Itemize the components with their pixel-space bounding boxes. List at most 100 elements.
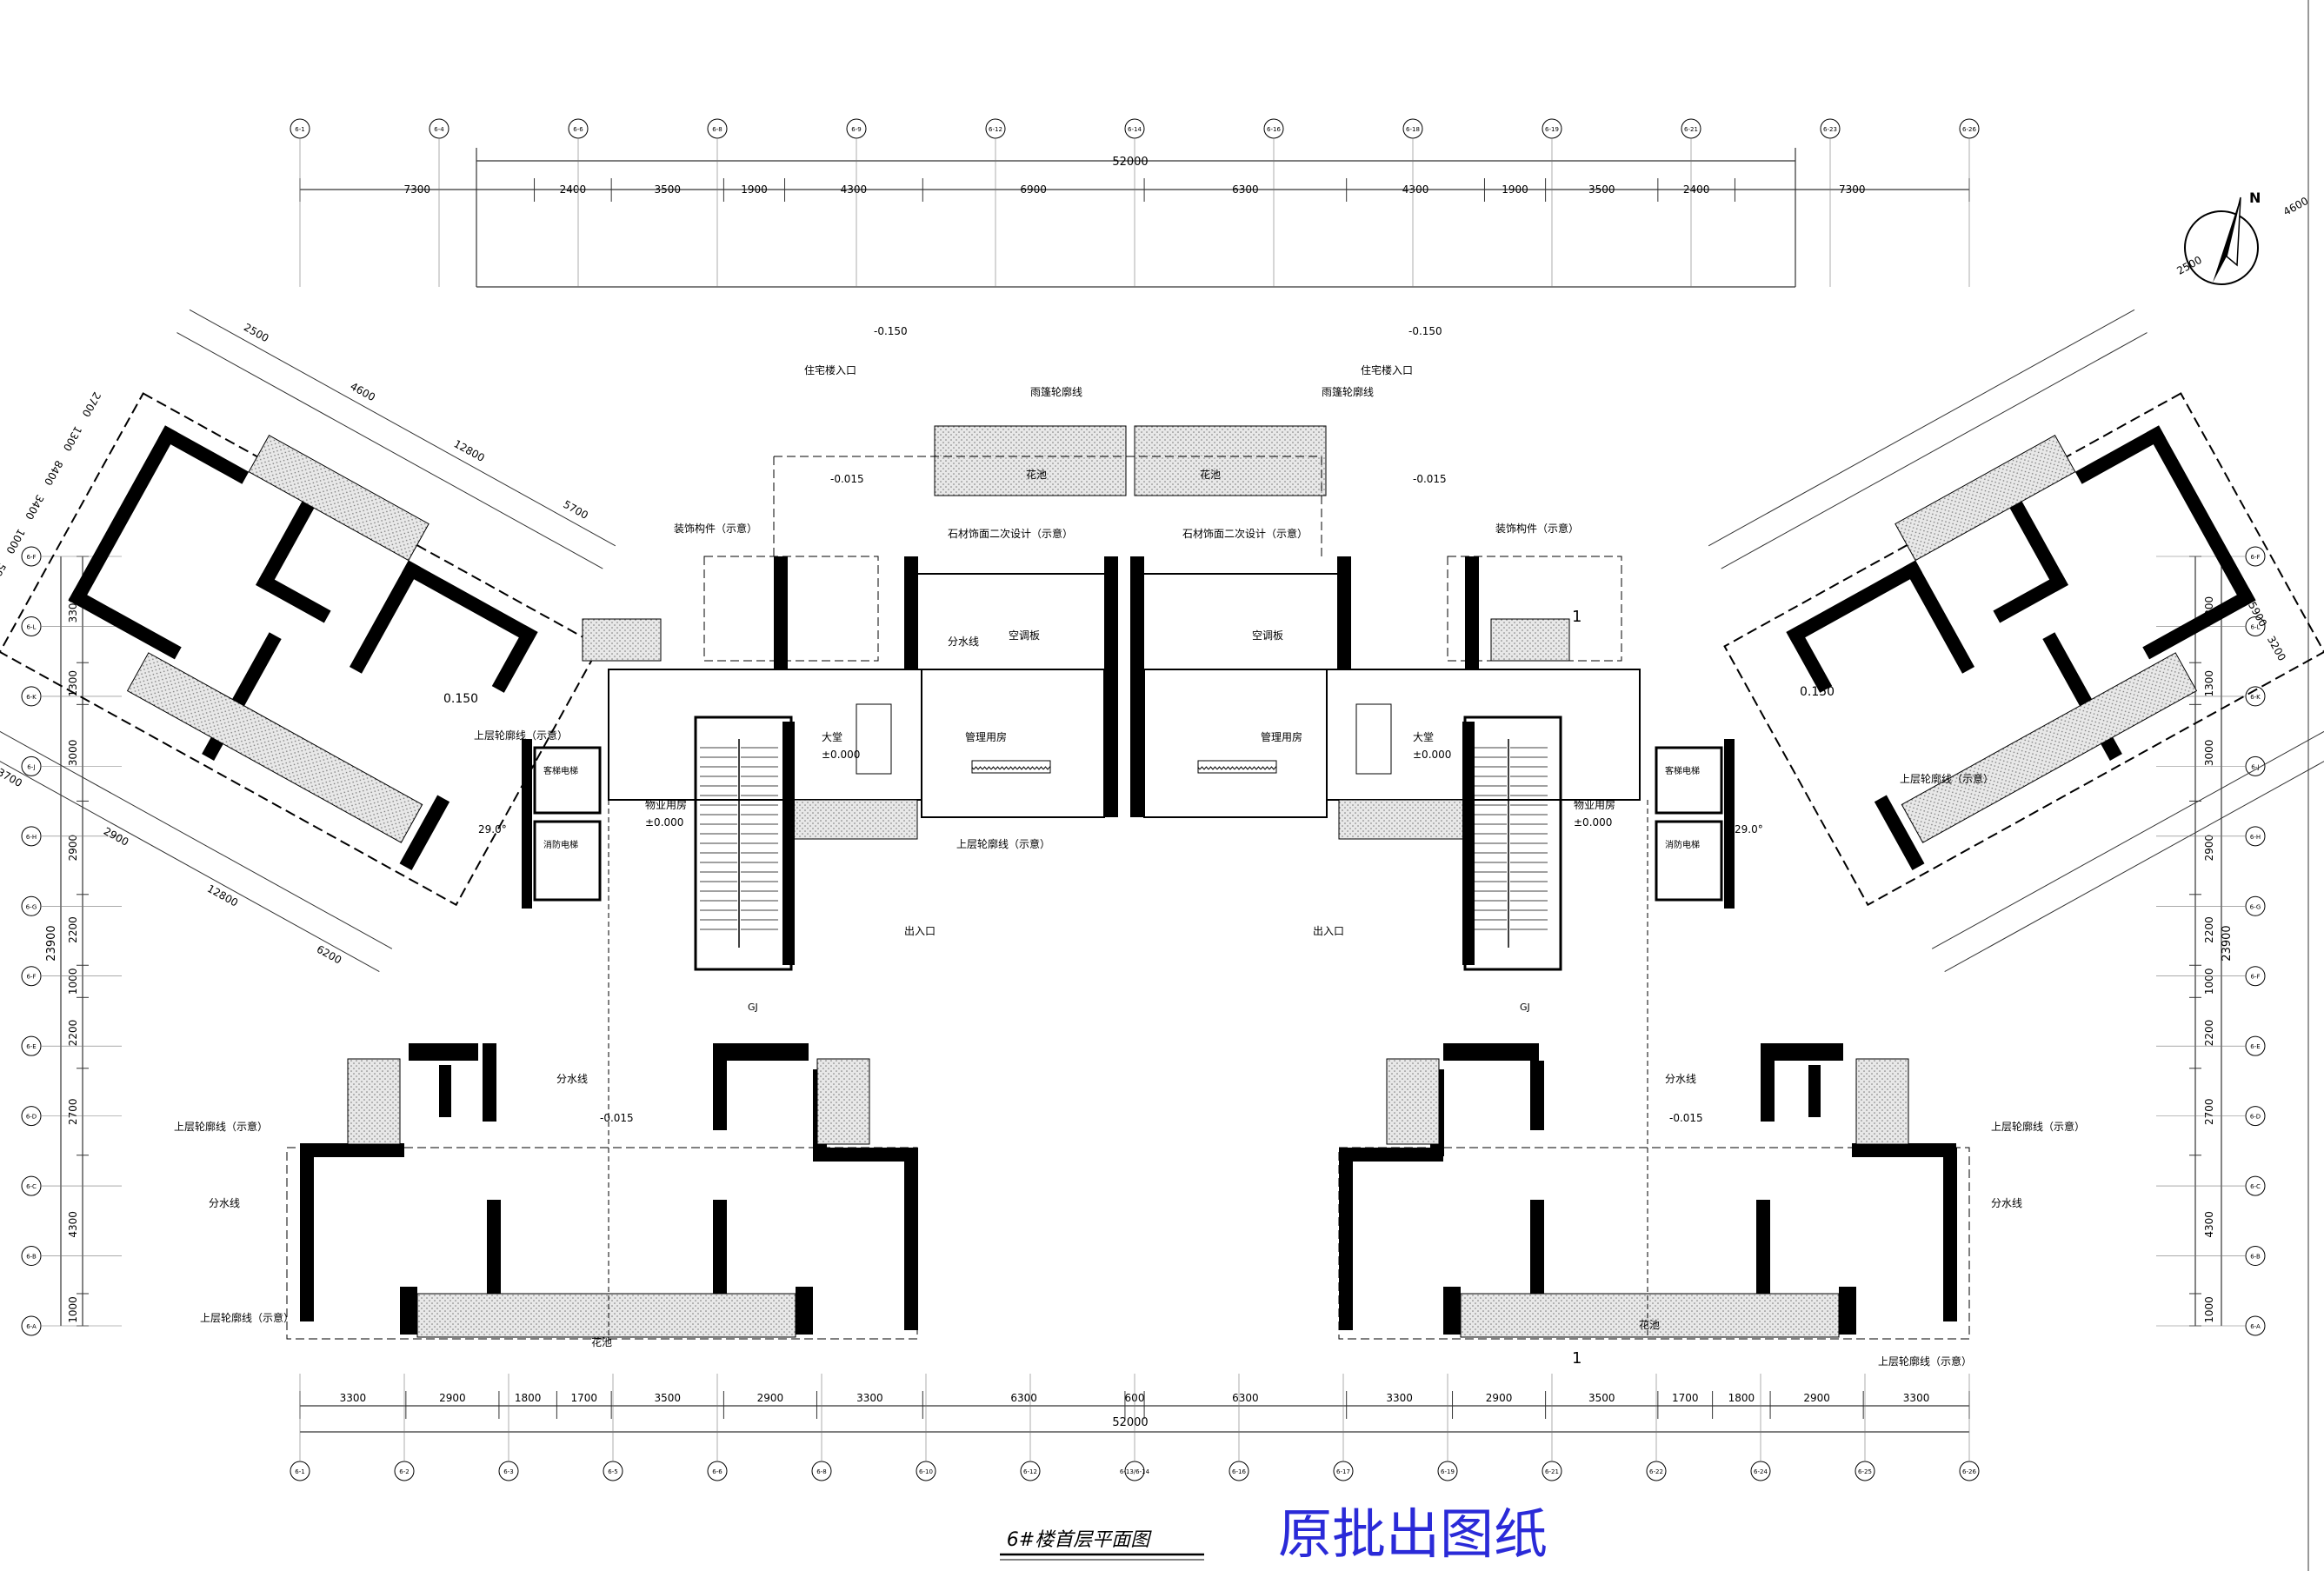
top-axis-0: 6-1 bbox=[290, 118, 310, 139]
svg-text:6-D: 6-D bbox=[26, 1114, 37, 1121]
left-wing-unit bbox=[0, 309, 616, 973]
top-axis-3: 6-8 bbox=[707, 118, 728, 139]
svg-text:6-19: 6-19 bbox=[1441, 1468, 1455, 1475]
right-axis-1: 6-L bbox=[2245, 616, 2266, 636]
central-lobby-block bbox=[522, 425, 1735, 971]
left-side-dim-5: 1000 bbox=[67, 969, 79, 995]
svg-text:6-G: 6-G bbox=[2250, 903, 2261, 910]
svg-text:6-26: 6-26 bbox=[1962, 126, 1976, 133]
left-axis-5: 6-G bbox=[21, 895, 42, 916]
svg-text:6-16: 6-16 bbox=[1267, 126, 1281, 133]
left-side-dim-9: 1000 bbox=[67, 1296, 79, 1323]
elevation-label-left-wing: 0.150 bbox=[443, 692, 478, 706]
svg-text:6-K: 6-K bbox=[2250, 694, 2261, 701]
top-axis-12: 6-26 bbox=[1959, 118, 1980, 139]
svg-text:6-2: 6-2 bbox=[399, 1468, 409, 1475]
window-line-label-lower-right: 上层轮廓线（示意） bbox=[1991, 1120, 2085, 1133]
bottom-axis-11: 6-19 bbox=[1437, 1461, 1458, 1481]
right-axis-6: 6-F bbox=[2245, 966, 2266, 987]
bottom-dim-3: 1700 bbox=[570, 1392, 597, 1404]
bottom-axis-3: 6-5 bbox=[603, 1461, 623, 1481]
lobby-elevation-right: ±0.000 bbox=[1413, 749, 1451, 761]
top-total-dimension: 52000 bbox=[1112, 156, 1148, 169]
bottom-axis-14: 6-24 bbox=[1750, 1461, 1771, 1481]
left-side-dim-4: 2200 bbox=[67, 916, 79, 943]
ac-platform-label-right: 空调板 bbox=[1252, 629, 1283, 642]
top-axis-6: 6-14 bbox=[1124, 118, 1145, 139]
svg-text:6-J: 6-J bbox=[27, 763, 35, 770]
lobby-elevation-left: ±0.000 bbox=[822, 749, 860, 761]
right-axis-10: 6-B bbox=[2245, 1246, 2266, 1267]
bottom-axis-10: 6-17 bbox=[1333, 1461, 1354, 1481]
bottom-dim-7: 6300 bbox=[1010, 1392, 1037, 1404]
top-dim-1: 2400 bbox=[560, 183, 587, 196]
svg-text:6-H: 6-H bbox=[26, 834, 37, 841]
svg-text:6-F: 6-F bbox=[2250, 554, 2260, 561]
svg-text:6-22: 6-22 bbox=[1649, 1468, 1663, 1475]
bottom-axis-9: 6-16 bbox=[1229, 1461, 1249, 1481]
svg-text:6-J: 6-J bbox=[2251, 763, 2259, 770]
svg-text:6-1: 6-1 bbox=[295, 126, 304, 133]
flowerbed-label-1: 花池 bbox=[1200, 468, 1221, 481]
svg-text:6-9: 6-9 bbox=[851, 126, 861, 133]
left-axis-3: 6-J bbox=[21, 756, 42, 776]
bottom-axis-16: 6-26 bbox=[1959, 1461, 1980, 1481]
right-wing-side-dim-6: 3200 bbox=[2265, 634, 2288, 663]
left-wing-side-dim-2: 8400 bbox=[42, 458, 65, 488]
top-axis-9: 6-19 bbox=[1542, 118, 1562, 139]
bottom-dim-6: 3300 bbox=[856, 1392, 883, 1404]
fire-elevator-label-left: 消防电梯 bbox=[543, 839, 578, 850]
svg-text:6-12: 6-12 bbox=[1023, 1468, 1037, 1475]
bottom-axis-12: 6-21 bbox=[1542, 1461, 1562, 1481]
bottom-dim-4: 3500 bbox=[654, 1392, 681, 1404]
bottom-dim-15: 2900 bbox=[1803, 1392, 1830, 1404]
canopy-line-label-right: 雨篷轮廓线 bbox=[1322, 385, 1374, 398]
svg-text:6-10: 6-10 bbox=[919, 1468, 933, 1475]
right-axis-11: 6-A bbox=[2245, 1315, 2266, 1336]
property-room-label-right: 物业用房 bbox=[1574, 798, 1615, 811]
left-axis-8: 6-D bbox=[21, 1106, 42, 1127]
elevation-label-lower-left: -0.015 bbox=[600, 1112, 634, 1124]
top-dim-9: 3500 bbox=[1588, 183, 1615, 196]
bottom-dim-0: 3300 bbox=[340, 1392, 367, 1404]
property-room-label-left: 物业用房 bbox=[645, 798, 687, 811]
svg-text:6-12: 6-12 bbox=[989, 126, 1002, 133]
svg-text:6-21: 6-21 bbox=[1684, 126, 1698, 133]
bottom-dim-5: 2900 bbox=[757, 1392, 784, 1404]
exterior-decor-label-right: 装饰构件（示意） bbox=[1495, 522, 1579, 535]
north-arrow-icon: N bbox=[2184, 190, 2261, 285]
right-side-dim-5: 1000 bbox=[2203, 969, 2215, 995]
bottom-axis-6: 6-10 bbox=[916, 1461, 936, 1481]
svg-text:6-E: 6-E bbox=[2250, 1043, 2260, 1050]
left-axis-11: 6-A bbox=[21, 1315, 42, 1336]
svg-text:6-E: 6-E bbox=[26, 1043, 36, 1050]
bottom-axis-5: 6-8 bbox=[811, 1461, 832, 1481]
right-axis-7: 6-E bbox=[2245, 1035, 2266, 1056]
lower-left-unit bbox=[286, 800, 918, 1340]
bottom-total-dimension: 52000 bbox=[1112, 1416, 1148, 1429]
bottom-axis-4: 6-6 bbox=[707, 1461, 728, 1481]
bottom-dim-12: 3500 bbox=[1588, 1392, 1615, 1404]
drawing-title: 6#楼首层平面图 bbox=[1007, 1529, 1152, 1551]
exterior-decor-label-left: 装饰构件（示意） bbox=[674, 522, 757, 535]
elevation-label-2: -0.150 bbox=[1408, 325, 1442, 337]
svg-text:6-L: 6-L bbox=[27, 623, 37, 630]
svg-text:6-F: 6-F bbox=[26, 554, 36, 561]
left-axis-0: 6-F bbox=[21, 546, 42, 567]
svg-text:6-16: 6-16 bbox=[1232, 1468, 1246, 1475]
svg-text:6-C: 6-C bbox=[26, 1183, 37, 1190]
left-wing-side-dim-1: 1300 bbox=[61, 424, 84, 454]
right-side-dim-9: 1000 bbox=[2203, 1296, 2215, 1323]
right-axis-0: 6-F bbox=[2245, 546, 2266, 567]
bottom-axis-7: 6-12 bbox=[1020, 1461, 1041, 1481]
left-axis-2: 6-K bbox=[21, 686, 42, 707]
bottom-axis-8: 6-13/6-14 bbox=[1120, 1461, 1150, 1481]
elevation-label-4: -0.015 bbox=[1413, 473, 1447, 485]
right-side-dim-1: 1300 bbox=[2203, 670, 2215, 697]
right-axis-8: 6-D bbox=[2245, 1106, 2266, 1127]
